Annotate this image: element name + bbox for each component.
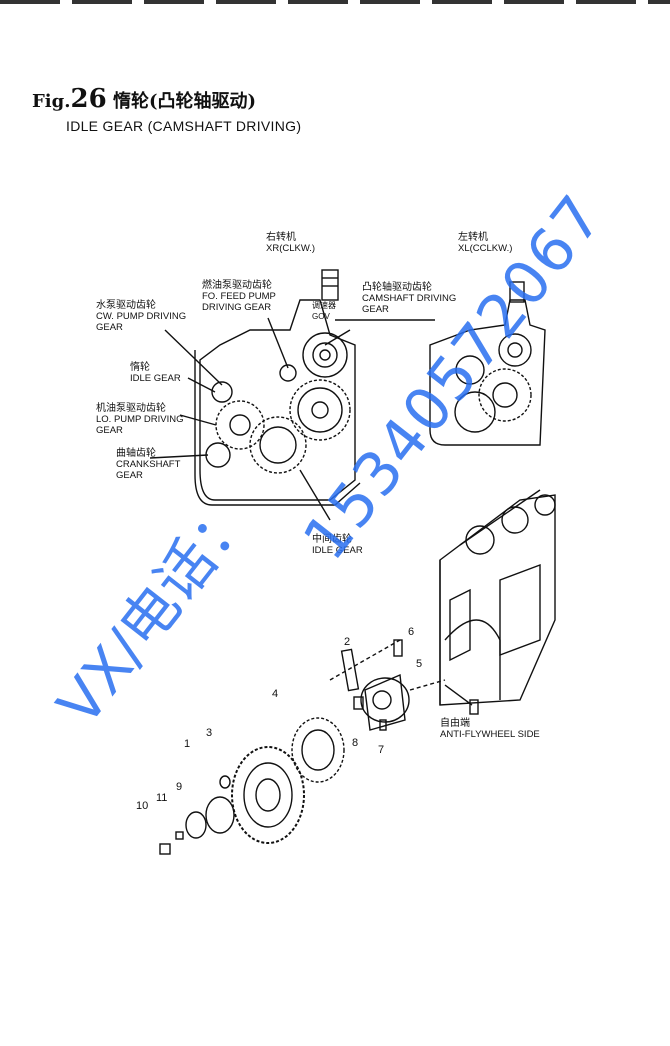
xr-housing-outer bbox=[194, 350, 361, 506]
part-7-pin bbox=[379, 719, 387, 731]
part-11-washer bbox=[175, 831, 184, 840]
fig-title-cn: 惰轮(凸轮轴驱动) bbox=[112, 91, 256, 112]
part-number-2: 2 bbox=[344, 636, 351, 648]
part-3 bbox=[219, 775, 231, 789]
part-number-11: 11 bbox=[156, 792, 168, 804]
xr-housing-outline bbox=[199, 299, 356, 501]
part-6-screw bbox=[393, 639, 403, 657]
part-2-bolt bbox=[340, 648, 360, 692]
part-4-idle-gear-hub bbox=[291, 717, 345, 783]
part-number-9: 9 bbox=[176, 781, 183, 793]
fig-number: 26 bbox=[70, 84, 107, 114]
part-number-3: 3 bbox=[206, 727, 213, 739]
part-number-8: 8 bbox=[352, 737, 359, 749]
xl-housing-outline bbox=[429, 299, 546, 446]
camshaft-driving-gear-xr bbox=[289, 379, 351, 441]
crank-gear bbox=[205, 442, 231, 468]
top-scan-rule bbox=[0, 0, 670, 4]
part-9-bushing bbox=[205, 796, 235, 834]
lo-pump-gear bbox=[215, 400, 265, 450]
engine-block bbox=[439, 494, 556, 706]
part-8 bbox=[353, 696, 364, 710]
part-number-10: 10 bbox=[136, 800, 149, 812]
mid-idle-gear bbox=[249, 416, 307, 474]
part-plate bbox=[185, 811, 207, 839]
cw-pump-gear bbox=[211, 381, 233, 403]
part-5-bracket bbox=[360, 677, 410, 723]
fo-pump-gear bbox=[279, 364, 297, 382]
figure-title: Fig.26 惰轮(凸轮轴驱动) bbox=[32, 84, 256, 114]
fig-prefix: Fig. bbox=[32, 91, 71, 112]
part-10-bolt bbox=[159, 843, 171, 855]
part-number-5: 5 bbox=[416, 658, 423, 670]
part-number-6: 6 bbox=[408, 626, 415, 638]
figure-subtitle: IDLE GEAR (CAMSHAFT DRIVING) bbox=[66, 118, 302, 134]
gov-gear bbox=[302, 332, 348, 378]
part-number-1: 1 bbox=[184, 738, 191, 750]
gov-shaft bbox=[321, 269, 339, 301]
part-1-gear bbox=[231, 746, 305, 844]
part-number-7: 7 bbox=[378, 744, 385, 756]
part-number-4: 4 bbox=[272, 688, 279, 700]
